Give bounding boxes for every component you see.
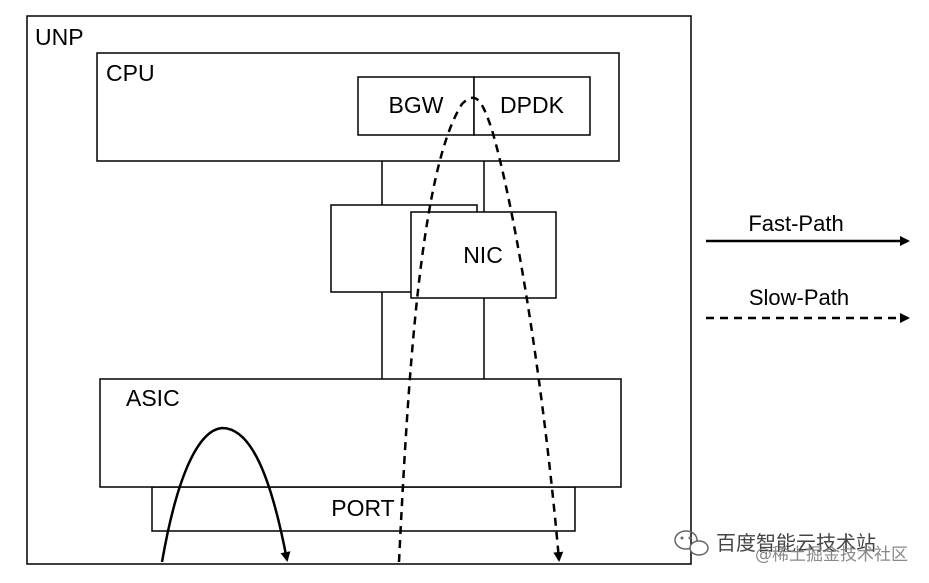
legend-slow-path-label: Slow-Path [749,285,849,310]
fast-path-curve [160,426,291,563]
dpdk-box [473,76,591,136]
unp-label: UNP [35,24,84,50]
legend-fast-path-label: Fast-Path [748,211,843,236]
nic-box [410,211,557,299]
watermark-text: 百度智能云技术站 [716,531,876,555]
dpdk-label: DPDK [500,92,565,118]
cpu-label: CPU [106,60,155,86]
port-label: PORT [331,495,394,521]
bgw-label: BGW [389,92,444,118]
slow-path-curve [397,96,564,563]
port-box [151,486,576,532]
watermark-subtext: @稀土掘金技术社区 [755,545,908,565]
wechat-icon [674,530,709,556]
bgw-box [357,76,475,136]
asic-label: ASIC [126,385,180,411]
nic-label: NIC [463,242,503,268]
